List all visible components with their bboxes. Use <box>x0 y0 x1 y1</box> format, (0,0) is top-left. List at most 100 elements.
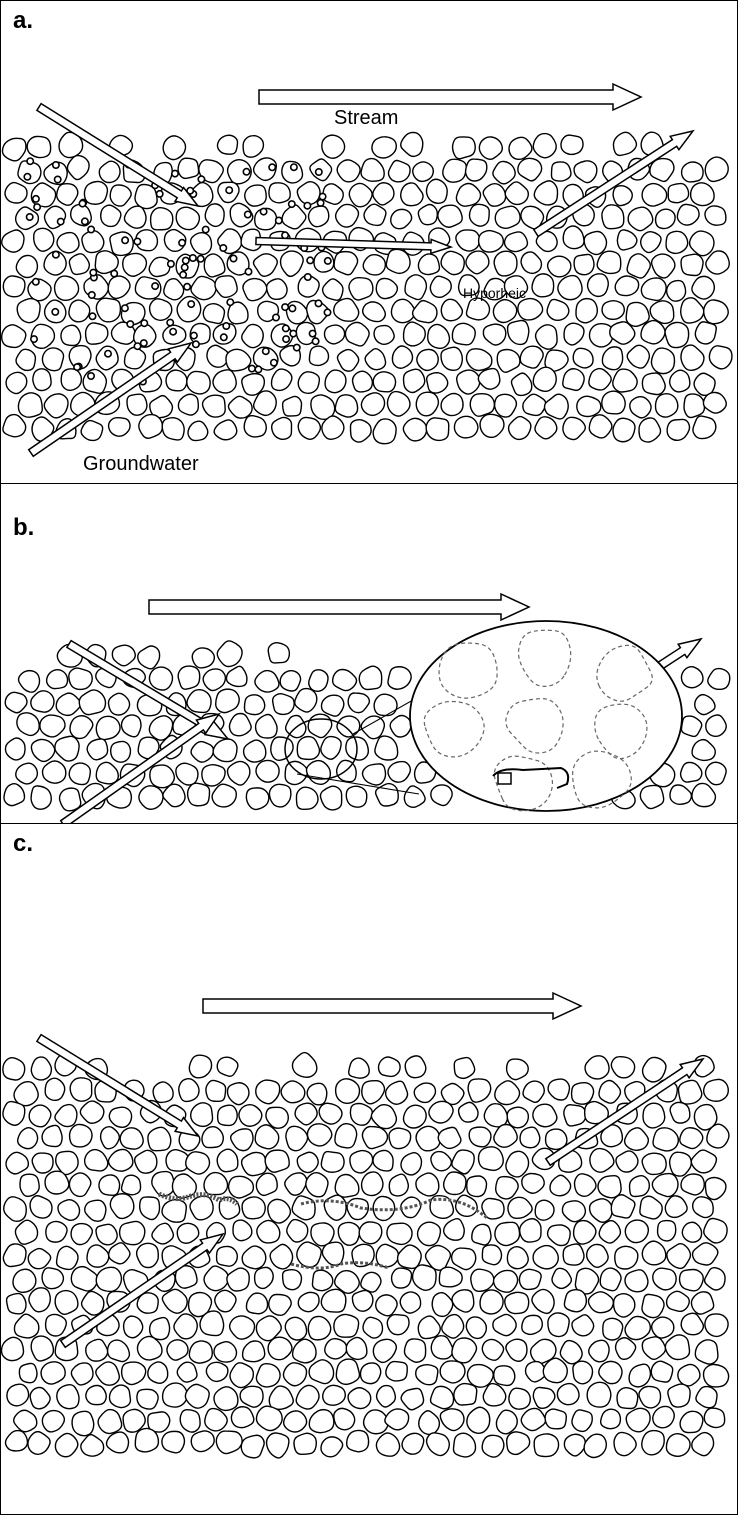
pebble <box>337 160 360 182</box>
pebble <box>149 667 172 690</box>
pebble <box>532 1289 554 1313</box>
pebble <box>216 689 240 713</box>
pebble <box>27 136 50 157</box>
microbe-cell <box>193 341 199 347</box>
pebble <box>387 1223 412 1244</box>
pebble <box>656 209 676 228</box>
pebble <box>371 1105 396 1129</box>
pebble <box>678 1364 700 1385</box>
pebble <box>602 205 624 229</box>
pebble <box>708 669 730 690</box>
pebble <box>703 392 726 413</box>
pebble <box>479 1147 504 1170</box>
pebble <box>61 369 81 391</box>
pebble <box>273 694 295 715</box>
pebble <box>107 1432 129 1453</box>
pebble <box>441 251 464 274</box>
pebble <box>651 1361 672 1382</box>
pebble <box>188 421 208 440</box>
pebble <box>665 1196 687 1218</box>
pebble <box>178 394 198 415</box>
pebble <box>373 1150 393 1170</box>
pebble <box>362 1172 383 1196</box>
pebble <box>55 736 79 761</box>
pebble <box>681 1313 703 1334</box>
pebble <box>667 281 686 302</box>
pebble <box>71 1363 93 1385</box>
pebble <box>216 1431 242 1453</box>
pebble <box>108 693 129 715</box>
pebble <box>13 1269 36 1292</box>
pebble <box>684 394 704 418</box>
pebble <box>681 298 704 323</box>
pebble <box>56 693 81 715</box>
pebble <box>401 1388 423 1409</box>
pebble <box>522 1315 543 1334</box>
pebble <box>482 1435 504 1457</box>
pebble <box>677 204 699 225</box>
microbe-cell <box>223 323 229 329</box>
pebble <box>69 763 90 784</box>
pebble <box>704 1079 729 1101</box>
pebble <box>16 349 35 370</box>
pebble <box>416 1173 439 1196</box>
microbe-cell <box>291 164 297 170</box>
pebble <box>124 1316 143 1338</box>
pebble <box>630 397 651 418</box>
pebble <box>651 348 674 374</box>
pebble <box>494 1125 517 1148</box>
pebble <box>215 1290 236 1311</box>
pebble <box>30 1387 50 1408</box>
pebble <box>602 301 624 320</box>
pebble <box>172 1174 196 1198</box>
pebble <box>704 1364 729 1386</box>
pebble <box>87 1245 109 1267</box>
pebble <box>281 1081 305 1103</box>
pebble <box>456 1195 478 1216</box>
pebble <box>534 1434 558 1457</box>
pebble <box>214 1387 238 1411</box>
pebble <box>267 279 287 300</box>
panel-a-sediment-diagram <box>1 1 737 484</box>
pebble <box>574 1221 596 1244</box>
pebble <box>587 1382 611 1407</box>
pebble <box>213 370 236 393</box>
pebble <box>362 1126 387 1148</box>
pebble <box>602 347 622 370</box>
pebble <box>256 715 278 738</box>
pebble <box>373 1339 396 1362</box>
pebble <box>192 648 214 668</box>
pebble <box>6 372 27 393</box>
pebble <box>653 1406 674 1427</box>
pebble <box>152 1223 173 1244</box>
pebble <box>230 1363 253 1388</box>
pebble <box>96 346 118 370</box>
pebble <box>81 421 103 441</box>
microbe-cell <box>90 269 96 275</box>
stream-label: Stream <box>334 107 398 130</box>
pebble <box>597 251 621 273</box>
pebble <box>590 1199 613 1222</box>
pebble <box>564 1105 586 1126</box>
pebble <box>416 392 438 416</box>
pebble <box>345 322 369 346</box>
pebble <box>391 209 412 228</box>
pebble <box>135 1150 157 1173</box>
pebble <box>480 1290 503 1314</box>
pebble <box>41 1362 65 1384</box>
pebble <box>242 1197 265 1219</box>
pebble <box>468 1079 491 1102</box>
pebble <box>359 1222 382 1244</box>
pebble <box>506 1151 529 1177</box>
pebble <box>625 1316 650 1339</box>
pebble <box>42 1125 62 1146</box>
pebble <box>228 761 250 785</box>
pebble <box>613 132 636 155</box>
pebble <box>244 416 266 437</box>
pebble <box>283 1270 302 1290</box>
pebble <box>16 763 38 784</box>
pebble <box>83 369 106 393</box>
pebble <box>642 1241 666 1265</box>
pebble <box>494 1270 518 1292</box>
pebble <box>214 1342 237 1362</box>
